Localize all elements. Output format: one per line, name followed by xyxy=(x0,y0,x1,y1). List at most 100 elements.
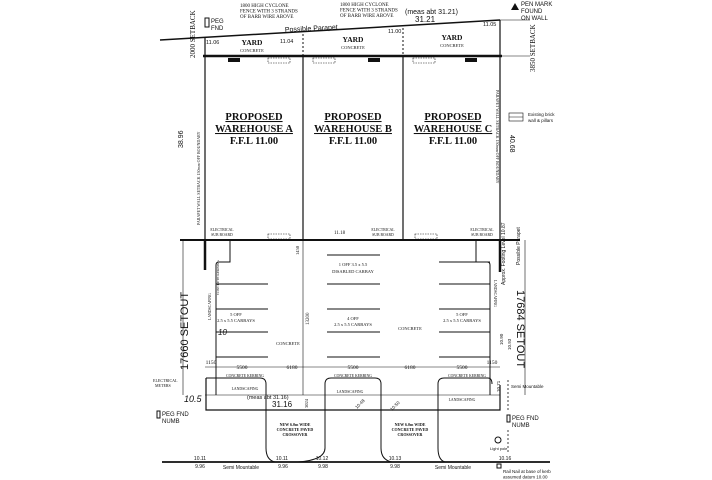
crossover-note: CROSSOVER xyxy=(283,432,308,437)
kerbing-label: CONCRETE KERBING xyxy=(226,374,264,378)
light-pole-icon xyxy=(494,436,502,444)
pen-mark-text: PEN MARK xyxy=(521,2,552,8)
carbay-lines xyxy=(216,254,490,358)
possible-parapet: Possible Parapet xyxy=(285,24,338,34)
warehouse-label: WAREHOUSE A xyxy=(215,124,293,135)
diag-dim: 10.50 xyxy=(389,400,401,412)
left-dim: 38.96 xyxy=(178,130,185,148)
possible-parapet-right: Possible Parapet xyxy=(516,227,522,265)
sub-board-label: ELECTRICAL xyxy=(210,228,234,232)
peg-text: PEG xyxy=(211,19,224,25)
peg-text: NUMB xyxy=(512,423,530,429)
semi-mountable: Semi Mountable xyxy=(223,465,259,471)
fence-note: FENCE WITH 3 STRANDS xyxy=(340,9,398,14)
sub-board-label: SUB BOARD xyxy=(471,233,493,237)
meas-top: (meas abt 31.21) xyxy=(405,9,458,16)
landscaping-label: LANDSCAPING xyxy=(337,390,364,394)
fence-note: OF BARB WIRE ABOVE xyxy=(340,14,393,19)
dim: 6180 xyxy=(287,365,298,371)
street-levels: 10.11 10.11 10.12 10.13 10.16 9.96 9.96 … xyxy=(194,456,512,471)
pen-mark-text: FOUND xyxy=(521,9,543,15)
crossover-note: CROSSOVER xyxy=(398,432,423,437)
level: 10.16 xyxy=(499,456,512,462)
sub-board-label: SUB BOARD xyxy=(211,233,233,237)
yard-sub: CONCRETE xyxy=(240,48,264,53)
brick-wall-note: Existing brick xyxy=(528,112,555,117)
kerbing-side: CONCRETE KERBING xyxy=(216,260,220,295)
carbay-note: 5 OFF xyxy=(456,312,468,317)
electrical-meters: ELECTRICAL xyxy=(153,378,178,383)
carpark-dims: 1150 5500 6180 5500 6180 5500 1150 xyxy=(205,360,500,371)
level: 10.5 xyxy=(184,394,203,404)
peg-text: FND xyxy=(211,26,224,32)
yard-title: YARD xyxy=(442,33,464,42)
warehouse-c: PROPOSED WAREHOUSE C F.F.L 11.00 xyxy=(414,112,492,147)
crossover-notes: NEW 6.0m WIDE CONCRETE PAVED CROSSOVER N… xyxy=(277,422,429,437)
kerbing-label: CONCRETE KERBING xyxy=(448,374,486,378)
fence-note-left: 1800 HIGH CYCLONE FENCE WITH 3 STRANDS O… xyxy=(240,4,298,20)
rail-nail-note: Rail Nail at base of kerb xyxy=(503,469,551,474)
yard-sub: CONCRETE xyxy=(341,45,365,50)
warehouse-ffl: F.F.L 11.00 xyxy=(329,136,377,147)
level: 11.05 xyxy=(483,22,496,28)
level: 10.12 xyxy=(316,456,329,462)
semi-mountable: Semi Mountable xyxy=(511,384,544,389)
sub-board-label: ELECTRICAL xyxy=(470,228,494,232)
dim: 5500 xyxy=(348,365,359,371)
level: 11.04 xyxy=(280,39,293,45)
warehouse-ffl: F.F.L 11.00 xyxy=(429,136,477,147)
warehouse-block xyxy=(180,56,520,241)
level: 10 xyxy=(218,328,227,337)
diag-dim: 10.48 xyxy=(354,398,366,410)
pen-mark-note: PEN MARK FOUND ON WALL xyxy=(521,2,552,22)
yard-c: YARD CONCRETE xyxy=(440,33,464,48)
light-pole-label: Light pole xyxy=(490,446,508,451)
dim-3024: 3024 xyxy=(304,398,309,408)
footing-level: Approx. Footing Level 10.87 xyxy=(501,222,507,285)
peg-text: NUMB xyxy=(162,419,180,425)
yard-b: YARD CONCRETE xyxy=(341,35,365,50)
level: 10.93 xyxy=(507,338,512,350)
carbay-note: 2.5 x 5.5 CARBAYS xyxy=(443,318,481,323)
level: 9.98 xyxy=(390,464,400,470)
warehouse-label: PROPOSED xyxy=(324,112,382,123)
landscaping-side: LANDSCAPING xyxy=(493,280,497,307)
landscaping-side: LANDSCAPING xyxy=(208,293,212,320)
carbay-note: DISABLED CARBAY xyxy=(332,269,374,274)
meas-bottom: (meas abt 31.16) xyxy=(247,395,289,401)
warehouse-label: WAREHOUSE C xyxy=(414,124,492,135)
sub-board-label: SUB BOARD xyxy=(372,233,394,237)
rail-nail-note: assumed datum 10.00 xyxy=(503,475,548,480)
yard-title: YARD xyxy=(343,35,365,44)
rail-nail-icon xyxy=(496,463,502,469)
level: 10.71 xyxy=(496,380,501,392)
concrete-label: CONCRETE xyxy=(276,341,300,346)
carbay-note: 2.5 x 5.5 CARBAYS xyxy=(217,318,255,323)
warehouse-ffl: F.F.L 11.00 xyxy=(230,136,278,147)
warehouse-label: WAREHOUSE B xyxy=(314,124,392,135)
semi-mountable: Semi Mountable xyxy=(435,465,471,471)
brick-wall-icon xyxy=(508,112,524,122)
dim-bottom: 31.16 xyxy=(272,400,293,409)
electrical-meters: METERS xyxy=(155,383,171,388)
level: 11.18 xyxy=(334,231,346,236)
crossover-note: NEW 6.0m WIDE xyxy=(395,422,426,427)
peg-icon xyxy=(156,410,161,419)
level: 9.96 xyxy=(195,464,205,470)
dim: 5500 xyxy=(237,365,248,371)
dim: 1150 xyxy=(206,360,217,366)
kerbing-label: CONCRETE KERBING xyxy=(334,374,372,378)
carbay-note: 5 OFF xyxy=(230,312,242,317)
yard-a: YARD CONCRETE xyxy=(240,38,264,53)
concrete-label: CONCRETE xyxy=(398,326,422,331)
dim: 1150 xyxy=(487,360,498,366)
fence-note-right: 1800 HIGH CYCLONE FENCE WITH 3 STRANDS O… xyxy=(340,3,398,19)
sub-board-label: ELECTRICAL xyxy=(371,228,395,232)
left-wall-note: PARAPET WALL SETBACK 150mm OFF BOUNDARY xyxy=(196,131,201,225)
setback-right: 3850 SETBACK xyxy=(529,24,537,72)
level: 11.06 xyxy=(206,40,219,46)
pen-mark-text: ON WALL xyxy=(521,16,548,22)
carbay-notes: 1 OFF 3.5 x 5.5 DISABLED CARBAY 5 OFF 2.… xyxy=(217,262,481,346)
fence-note: FENCE WITH 3 STRANDS xyxy=(240,10,298,15)
landscaping-label: LANDSCAPING xyxy=(232,387,259,391)
